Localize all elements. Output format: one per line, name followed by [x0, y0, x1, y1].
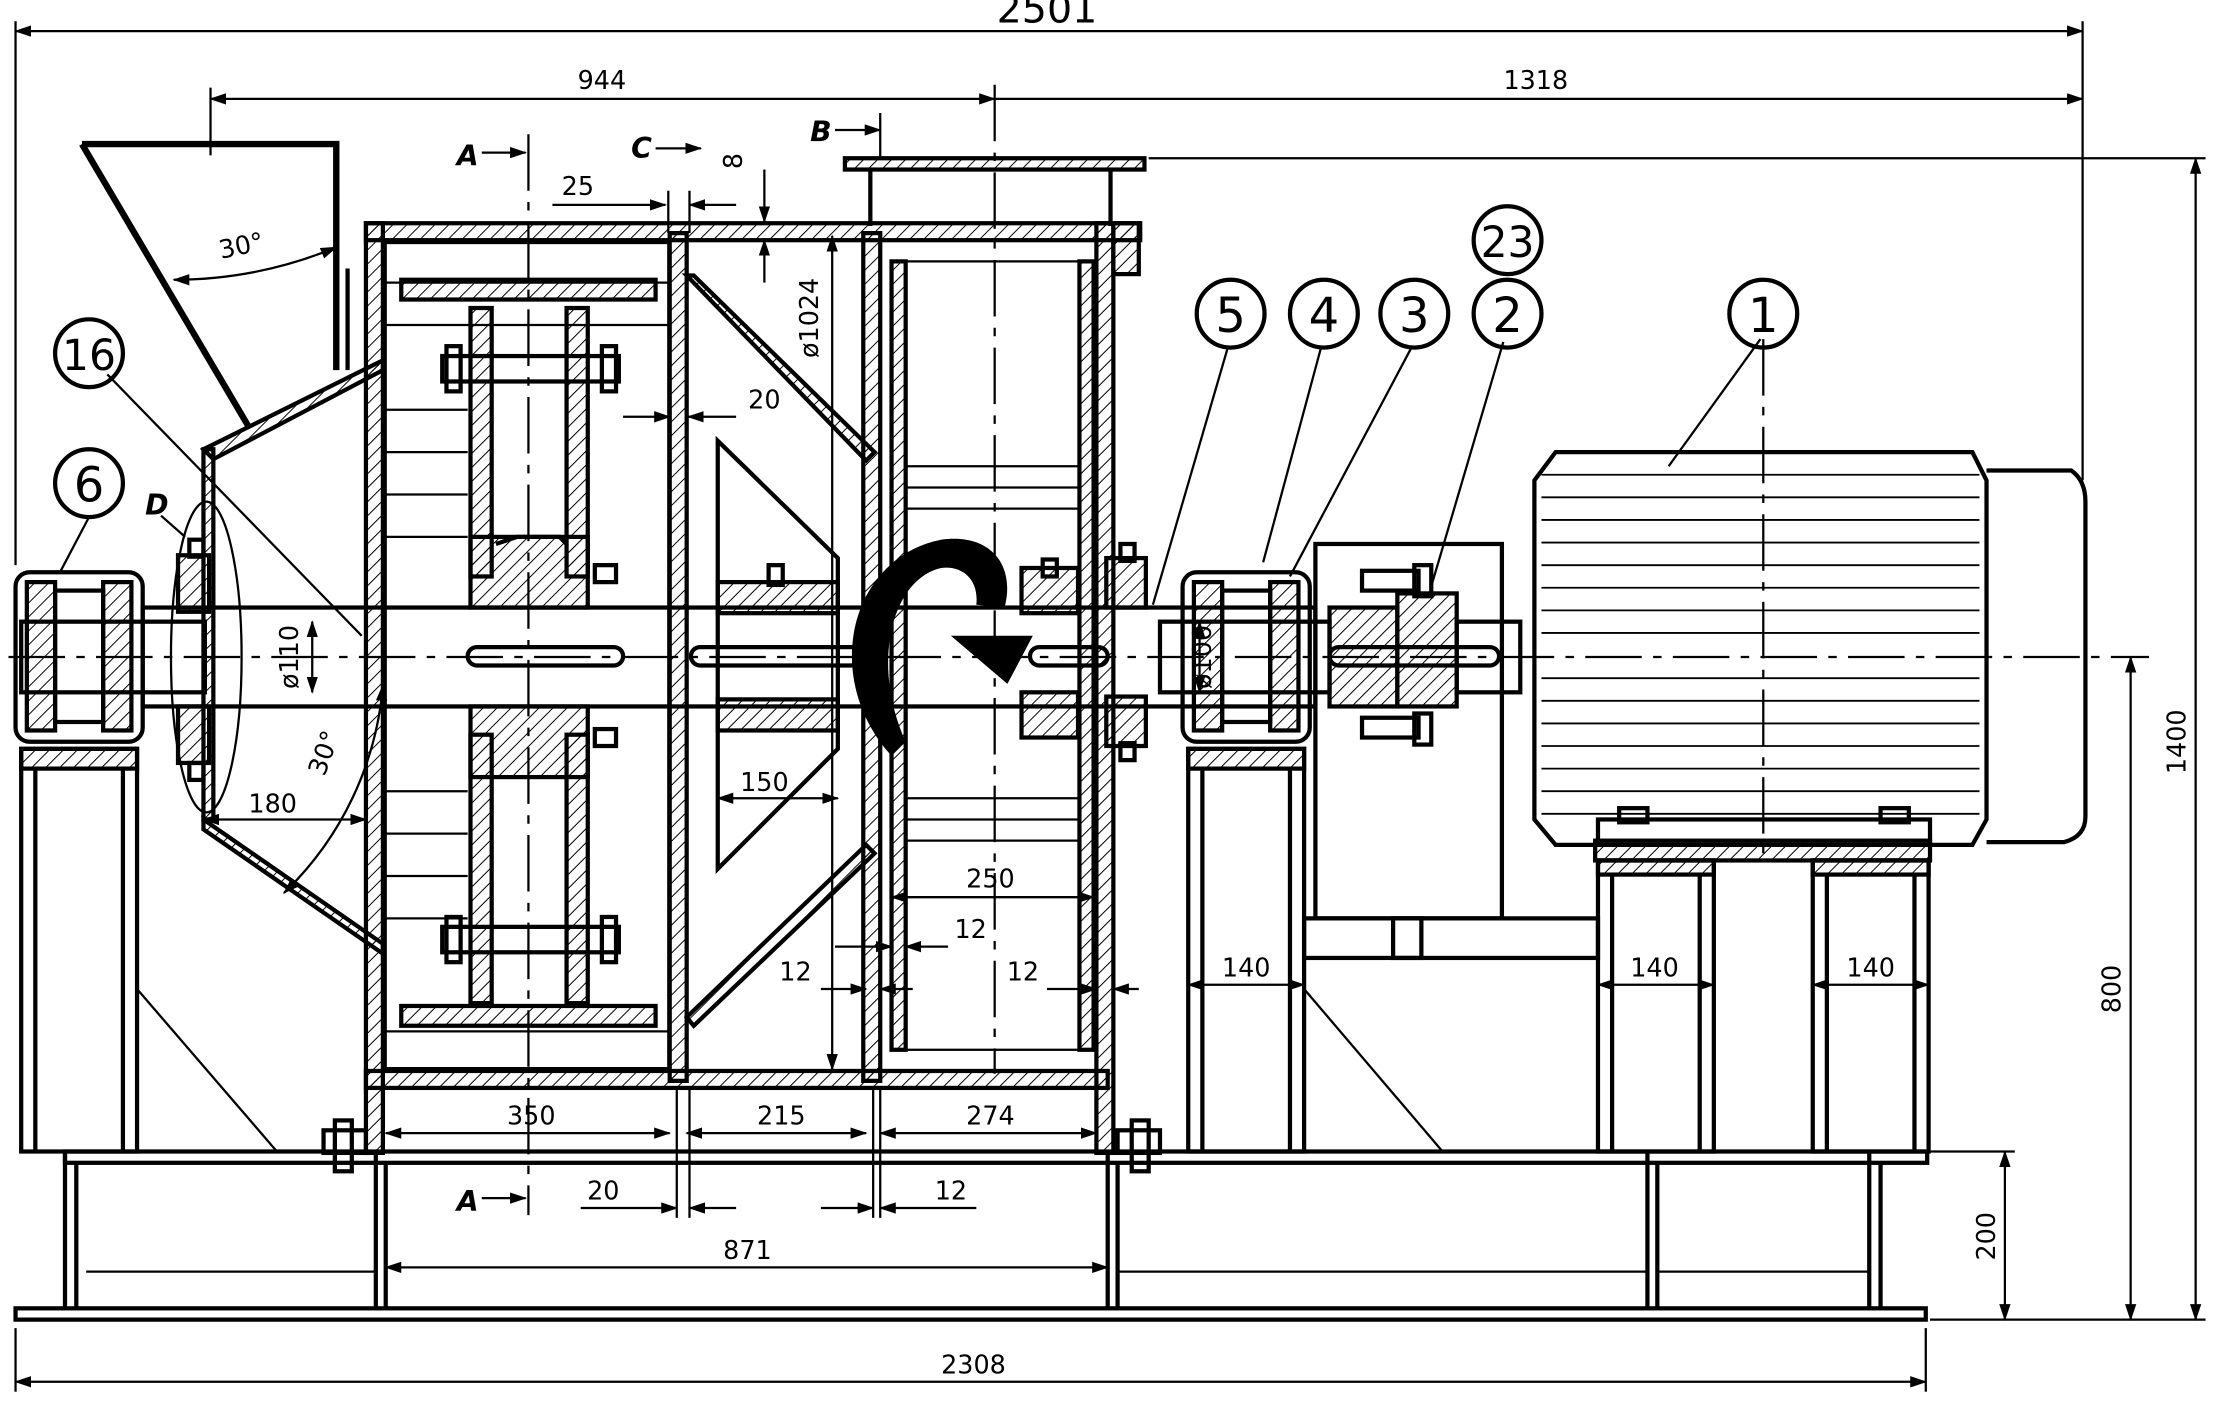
balloons: [52, 204, 1800, 520]
balloon-23: 23: [1481, 218, 1535, 267]
dim-width-250: 250: [966, 863, 1015, 893]
dimension-texts: 2501 944 1318 30° 8 25 ø1024 20 ø110 180…: [216, 0, 2192, 1379]
electric-motor: [1532, 450, 2088, 848]
dim-gap-12-c: 12: [1007, 957, 1039, 987]
balloon-4: 4: [1309, 288, 1340, 344]
dim-support-140-b: 140: [1630, 952, 1679, 982]
section-label-a-top: A: [455, 139, 479, 172]
dim-gap-12-lower: 12: [935, 1176, 967, 1206]
section-label-a-bottom: A: [455, 1185, 479, 1218]
section-label-texts: A A C B D: [145, 115, 832, 1218]
dim-gap-20-upper: 20: [748, 384, 780, 414]
crusher-housing: [321, 156, 1163, 1174]
dim-feed-angle-top: 30°: [216, 226, 266, 265]
dim-gap-12-a: 12: [954, 914, 986, 944]
dim-support-140-a: 140: [1222, 952, 1271, 982]
dim-total-height: 1400: [2162, 709, 2192, 774]
dim-left-span: 944: [578, 65, 627, 95]
dim-hopper-depth: 180: [248, 788, 297, 818]
dim-base-height: 200: [1971, 1212, 2001, 1261]
dim-inner-871: 871: [723, 1235, 772, 1265]
section-label-c: C: [631, 132, 652, 165]
dim-base-length: 2308: [941, 1349, 1006, 1379]
balloon-6: 6: [74, 458, 105, 514]
dim-plate-150: 150: [740, 767, 789, 797]
dimension-lines: [14, 21, 2206, 1392]
dim-seg-274: 274: [966, 1101, 1015, 1131]
dim-seg-215: 215: [757, 1101, 806, 1131]
dim-shaft-dia-right: ø100: [1187, 625, 1217, 689]
dim-rotor-diameter: ø1024: [794, 278, 824, 358]
dim-gap-25: 25: [562, 171, 594, 201]
section-label-b: B: [810, 115, 832, 148]
rotation-arrow: [851, 538, 1033, 756]
section-label-d: D: [145, 488, 168, 521]
motor-fins: [1541, 473, 1980, 815]
section-markers: [481, 113, 882, 1204]
dim-gap-12-b: 12: [779, 957, 811, 987]
balloon-2: 2: [1492, 288, 1523, 344]
left-bearing-support: [13, 570, 278, 1154]
center-lines: [8, 84, 2150, 1216]
leader-lines: [59, 338, 1762, 637]
dim-overall-length: 2501: [997, 0, 1098, 33]
balloon-texts: 1 2 3 4 5 6 16 23: [62, 218, 1779, 513]
motor-supports: [1593, 838, 1933, 1154]
base-frame: [13, 1149, 1930, 1322]
dim-gap-20-lower: 20: [587, 1176, 619, 1206]
balloon-3: 3: [1399, 288, 1430, 344]
dim-seg-350: 350: [507, 1101, 556, 1131]
coupling: [1301, 541, 1601, 961]
rotor-bolts: [440, 344, 621, 965]
dim-support-140-c: 140: [1846, 952, 1895, 982]
balloon-1: 1: [1748, 288, 1779, 344]
dim-shaft-dia-left: ø110: [274, 625, 304, 689]
balloon-16: 16: [62, 331, 116, 380]
dim-right-span: 1318: [1503, 65, 1568, 95]
balloon-5: 5: [1215, 288, 1246, 344]
dim-hopper-angle-low: 30°: [302, 727, 346, 780]
dim-flange-thickness: 8: [718, 153, 748, 169]
dim-axis-height: 800: [2097, 965, 2127, 1014]
